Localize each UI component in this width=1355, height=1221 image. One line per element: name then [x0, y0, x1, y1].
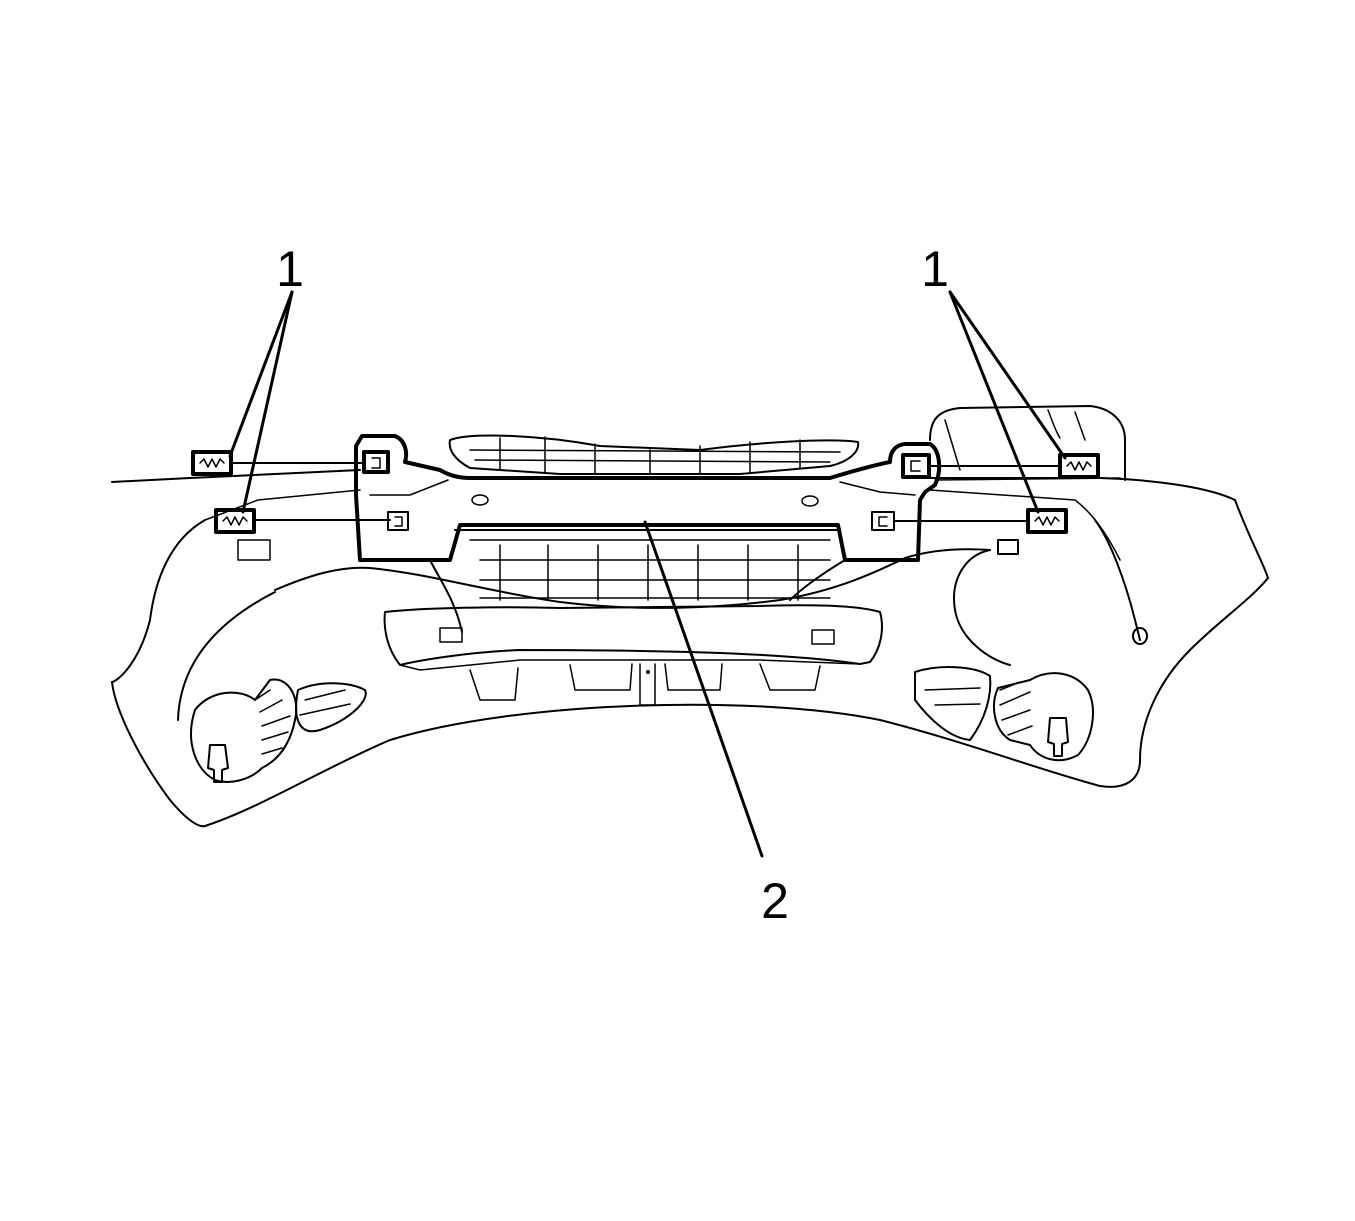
- leader-2: [643, 520, 764, 858]
- lower-grille: [454, 529, 841, 601]
- fog-lamp-right: [914, 666, 1094, 762]
- upper-right-housing: [929, 405, 1126, 481]
- upper-grille: [448, 434, 860, 475]
- lower-intake: [383, 604, 883, 706]
- fasteners-left: [191, 450, 409, 561]
- fog-lamp-left: [190, 678, 367, 783]
- fasteners-right: [871, 453, 1100, 534]
- callout-1-right: 1: [921, 241, 949, 297]
- leader-1-right-b: [948, 290, 1040, 514]
- grille-frame: [354, 434, 942, 562]
- leader-1-left-a: [228, 290, 294, 458]
- callout-2: 2: [761, 873, 789, 929]
- wiring-harness: [177, 519, 1148, 721]
- leader-lines: [228, 290, 1067, 858]
- leader-1-left-b: [241, 290, 294, 514]
- callout-1-left: 1: [276, 241, 304, 297]
- leader-1-right-a: [948, 290, 1067, 460]
